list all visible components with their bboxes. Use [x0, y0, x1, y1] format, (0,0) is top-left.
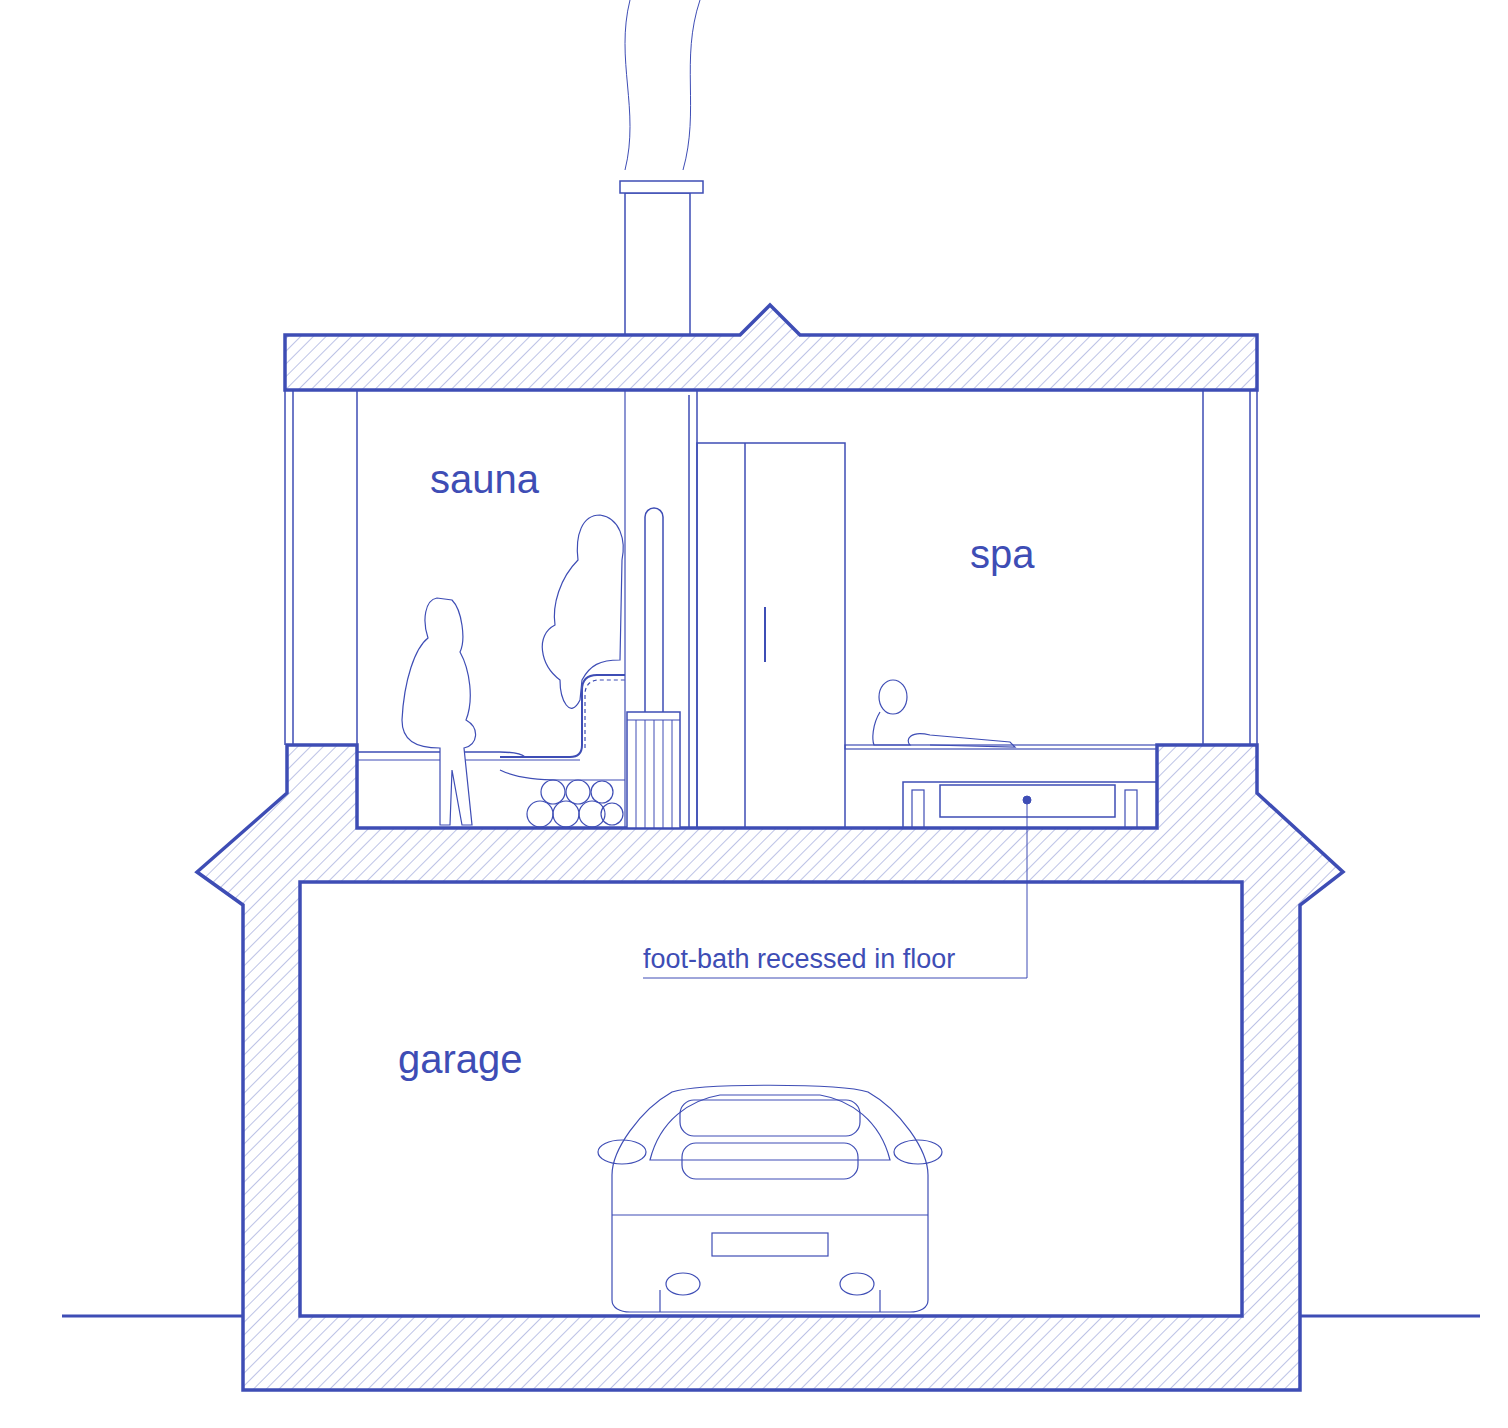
drain — [1023, 796, 1031, 804]
foot-bath — [903, 782, 1157, 828]
smoke — [683, 0, 700, 170]
chimney — [625, 193, 690, 335]
wall — [1202, 390, 1204, 745]
room-label: spa — [970, 534, 1035, 574]
person-silhouette — [879, 680, 907, 714]
callout-label: foot-bath recessed in floor — [643, 944, 955, 974]
room-label: garage — [398, 1039, 523, 1079]
ground-line — [1300, 1315, 1480, 1318]
person-silhouette — [873, 712, 1015, 747]
stove-pipe — [645, 508, 663, 712]
partition — [688, 395, 690, 828]
chimney-cap — [620, 181, 703, 193]
car — [598, 1085, 942, 1312]
garage-room — [300, 882, 1242, 1316]
wall — [292, 390, 294, 745]
flue — [624, 390, 625, 828]
cabinet — [697, 443, 845, 828]
spa-room: spa — [697, 390, 1203, 745]
wall — [1256, 390, 1258, 745]
cabinet-door — [744, 443, 746, 828]
room-label: sauna — [430, 459, 539, 499]
floor-slab — [197, 745, 1343, 1390]
person-silhouette — [542, 515, 623, 708]
wall — [284, 390, 286, 745]
person-silhouette — [402, 598, 476, 825]
firewood — [527, 780, 623, 827]
handle — [764, 607, 766, 662]
wall — [1249, 390, 1251, 745]
stove — [627, 712, 680, 828]
wall — [356, 390, 358, 745]
ground-line — [62, 1315, 243, 1318]
smoke — [625, 0, 630, 170]
leader-line — [643, 804, 1027, 978]
sauna-room: sauna — [357, 390, 689, 828]
roof-slab — [285, 305, 1257, 390]
